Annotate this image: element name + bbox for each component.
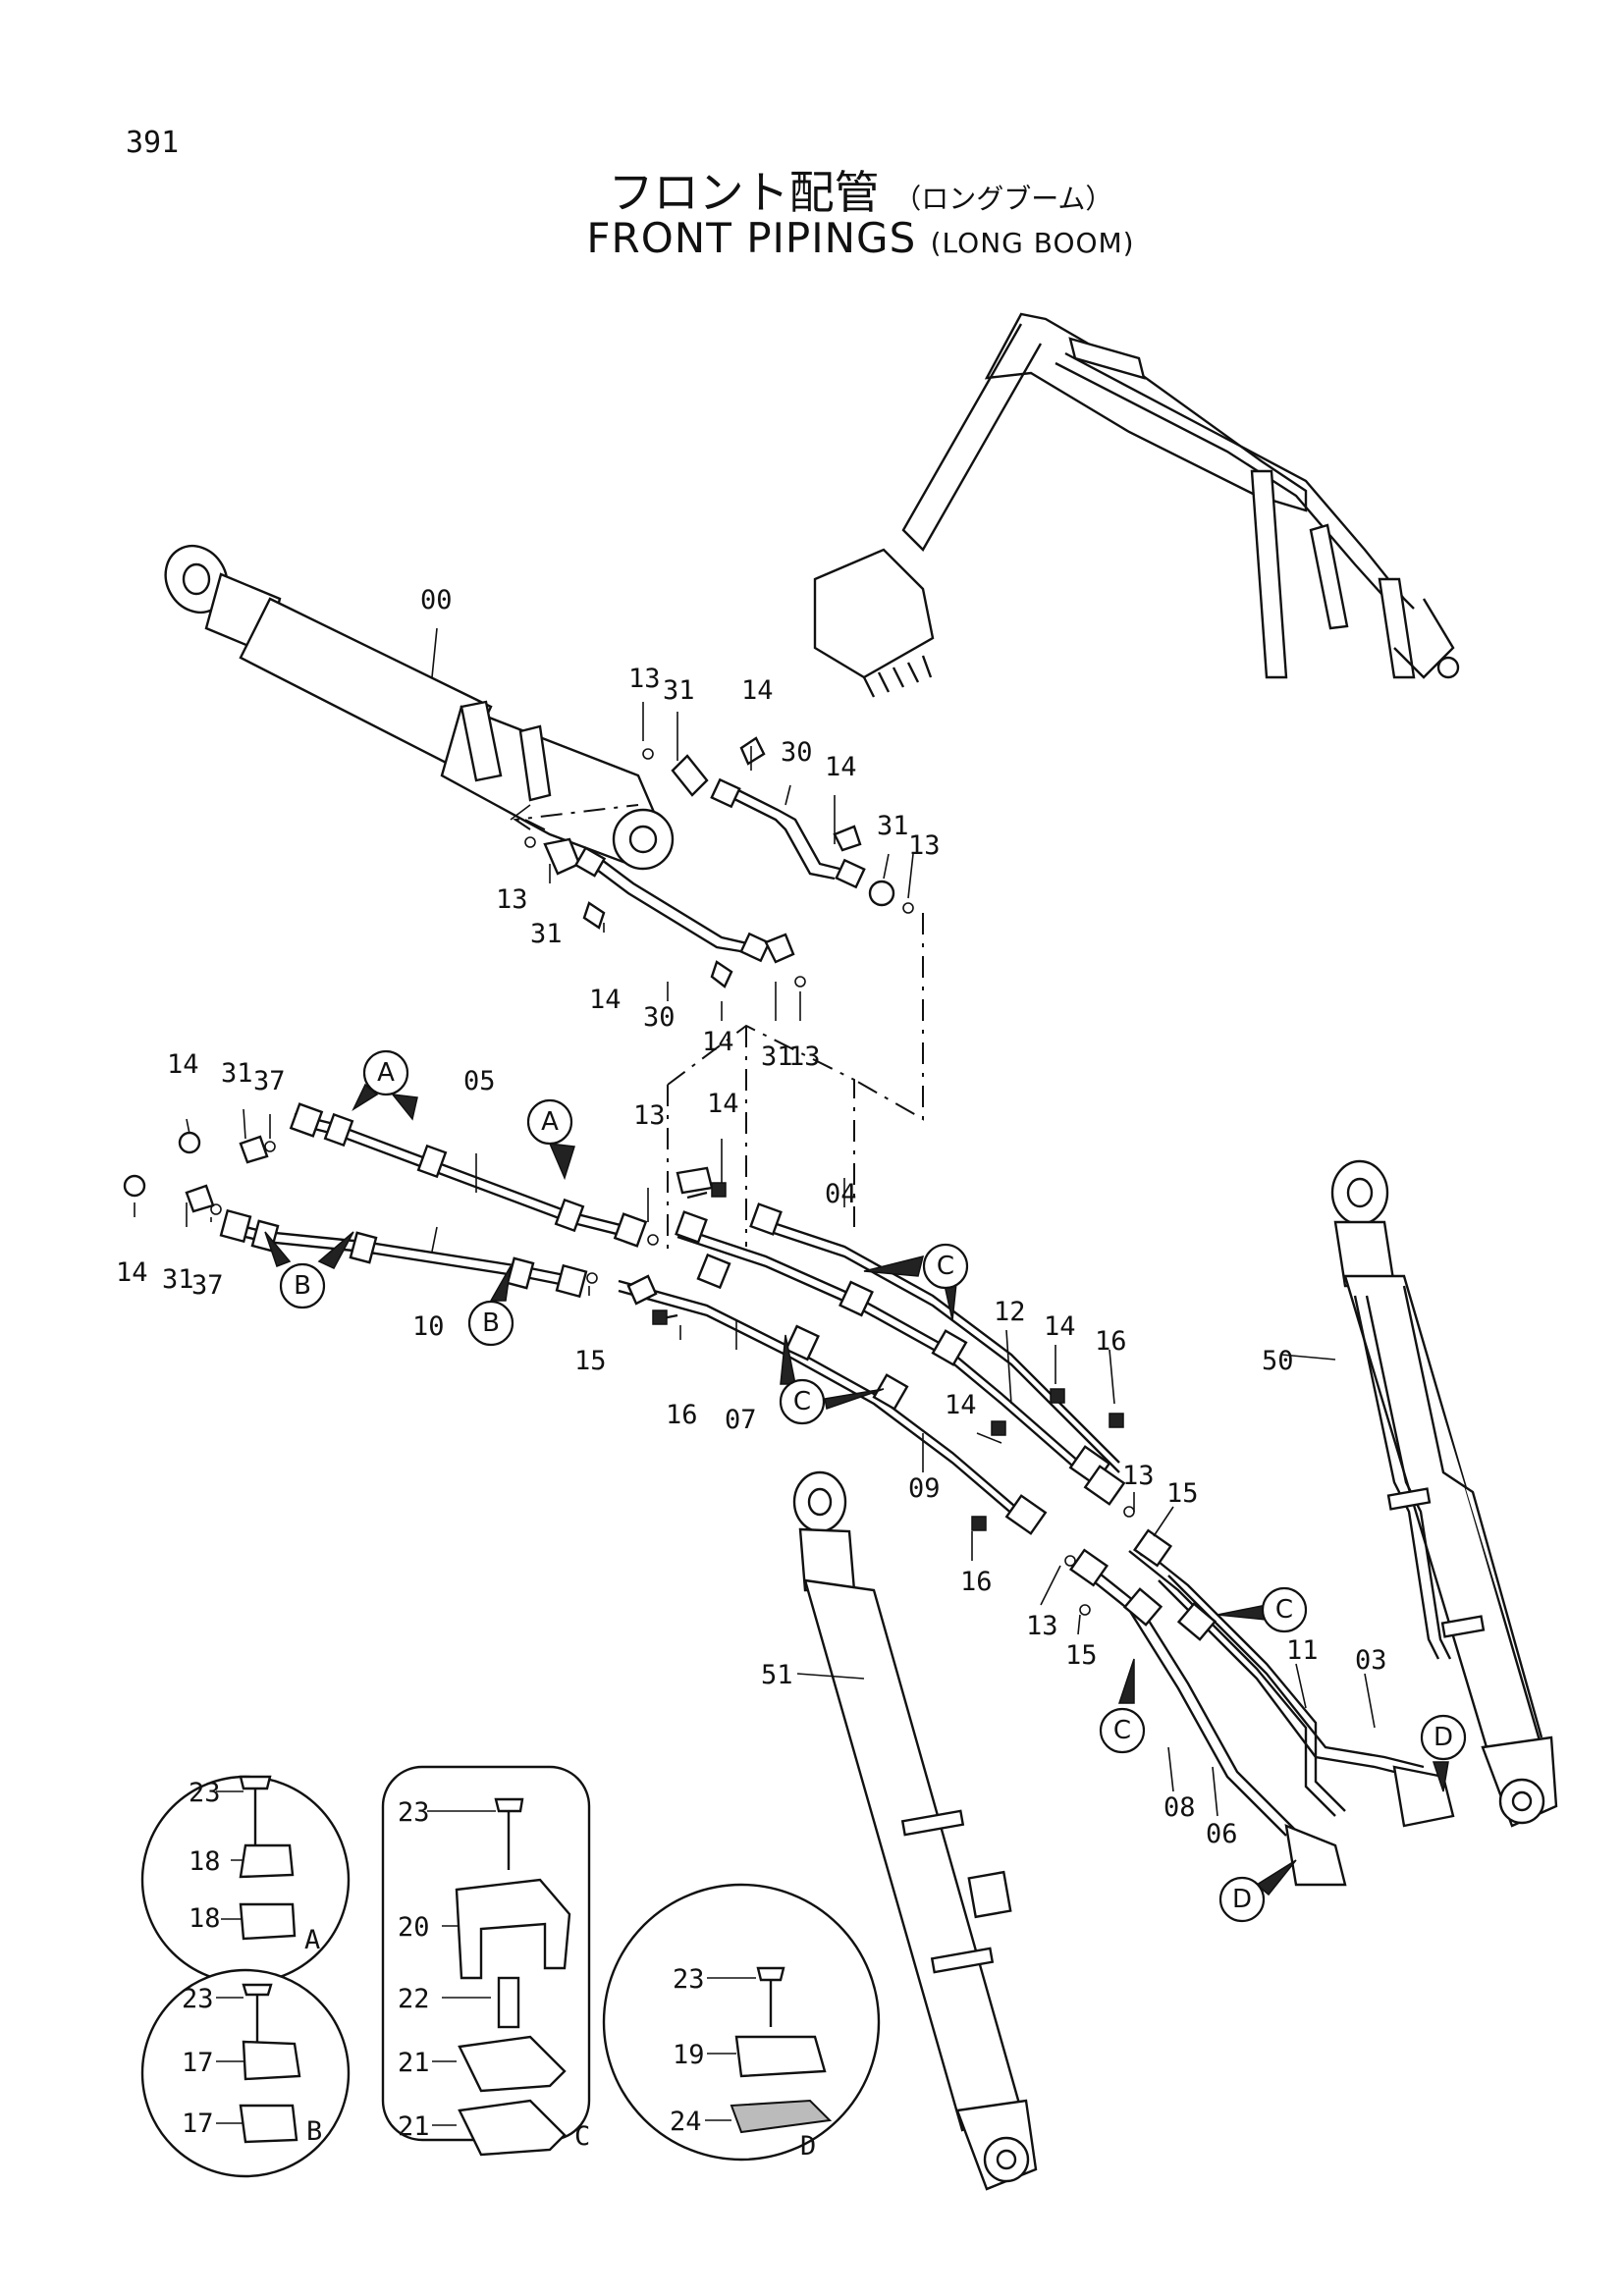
label-30: 30 xyxy=(643,1002,676,1033)
label-14: 14 xyxy=(1044,1311,1076,1342)
detail-B-label-23: 23 xyxy=(182,1984,214,2014)
label-13: 13 xyxy=(633,1100,666,1131)
label-06: 06 xyxy=(1206,1819,1238,1849)
label-31: 31 xyxy=(221,1058,253,1089)
detail-B-label-17: 17 xyxy=(182,2048,214,2078)
label-14: 14 xyxy=(702,1027,734,1057)
callout-D-2: D xyxy=(1232,1885,1252,1914)
detail-A-label-23: 23 xyxy=(189,1778,221,1808)
detail-C-label-23: 23 xyxy=(398,1797,430,1828)
callout-A-1: A xyxy=(377,1058,395,1088)
label-05: 05 xyxy=(463,1066,496,1096)
detail-C-letter: C xyxy=(574,2121,590,2152)
callout-C-3: C xyxy=(1275,1595,1293,1625)
label-09: 09 xyxy=(908,1473,941,1504)
detail-A-label-18-lower: 18 xyxy=(189,1903,221,1934)
label-50: 50 xyxy=(1262,1346,1294,1376)
label-51: 51 xyxy=(761,1660,793,1690)
label-16: 16 xyxy=(1095,1326,1127,1357)
label-13: 13 xyxy=(628,664,661,694)
detail-C-label-21-lower: 21 xyxy=(398,2111,430,2142)
label-15: 15 xyxy=(574,1346,607,1376)
arm-cylinder-50 xyxy=(1330,1159,1558,1828)
detail-C: 23 20 22 21 21 C xyxy=(381,1765,590,2157)
title-en-main: FRONT PIPINGS xyxy=(586,214,917,262)
detail-B-label-17-lower: 17 xyxy=(182,2109,214,2139)
label-14: 14 xyxy=(116,1257,148,1288)
label-13: 13 xyxy=(496,884,528,915)
label-15: 15 xyxy=(1065,1640,1098,1671)
detail-D: 23 19 24 D xyxy=(602,1883,881,2162)
label-03: 03 xyxy=(1355,1645,1387,1676)
callout-C-4: C xyxy=(1113,1716,1131,1745)
label-11: 11 xyxy=(1286,1635,1319,1666)
detail-D-label-23: 23 xyxy=(673,1964,705,1995)
detail-A-letter: A xyxy=(304,1925,320,1955)
detail-A-label-18: 18 xyxy=(189,1846,221,1877)
callout-C-1: C xyxy=(937,1252,954,1281)
detail-B-letter: B xyxy=(306,2116,322,2147)
detail-D-label-24: 24 xyxy=(670,2107,702,2137)
title-english: FRONT PIPINGS (LONG BOOM) xyxy=(49,214,1623,262)
label-13: 13 xyxy=(1122,1461,1155,1491)
title-jp-main: フロント配管 xyxy=(608,166,880,219)
part-labels: 00 13 31 14 30 14 31 13 13 31 14 30 14 3… xyxy=(116,585,1387,1849)
leader-lines xyxy=(134,627,1376,1817)
label-37: 37 xyxy=(253,1066,286,1096)
title-jp-sub: （ロングブーム） xyxy=(893,183,1113,215)
label-37: 37 xyxy=(191,1270,224,1301)
detail-B: 23 17 17 B xyxy=(140,1968,351,2178)
label-14: 14 xyxy=(589,985,622,1015)
title-en-sub: (LONG BOOM) xyxy=(930,227,1135,259)
title-japanese: フロント配管 （ロングブーム） xyxy=(49,157,1623,222)
detail-C-label-21: 21 xyxy=(398,2048,430,2078)
label-07: 07 xyxy=(725,1405,757,1435)
callout-B-1: B xyxy=(294,1271,311,1301)
hose-30-upper xyxy=(642,736,914,914)
label-31: 31 xyxy=(877,811,909,841)
callout-D-1: D xyxy=(1434,1723,1453,1752)
label-04: 04 xyxy=(825,1179,857,1209)
label-13: 13 xyxy=(1026,1611,1058,1641)
callouts: A A B B C C C C D D xyxy=(264,1049,1467,1923)
label-31: 31 xyxy=(761,1041,793,1072)
detail-D-label-19: 19 xyxy=(673,2040,705,2070)
bucket-cylinder-51 xyxy=(792,1470,1038,2191)
label-14: 14 xyxy=(707,1089,739,1119)
detail-D-letter: D xyxy=(800,2131,816,2162)
label-30: 30 xyxy=(781,737,813,768)
detail-C-label-20: 20 xyxy=(398,1912,430,1943)
label-12: 12 xyxy=(994,1297,1026,1327)
label-10: 10 xyxy=(412,1311,445,1342)
label-31: 31 xyxy=(530,919,563,949)
callout-A-2: A xyxy=(541,1107,559,1137)
detail-A: 23 18 18 A xyxy=(140,1775,351,1985)
pipe-05 xyxy=(289,1102,648,1248)
label-31: 31 xyxy=(162,1264,194,1295)
bolts xyxy=(652,1182,1150,1616)
boom-cylinder-00 xyxy=(164,544,675,871)
pipes-lower xyxy=(1068,1528,1455,1887)
label-08: 08 xyxy=(1163,1792,1196,1823)
label-15: 15 xyxy=(1166,1478,1199,1509)
label-31: 31 xyxy=(663,675,695,706)
hose-30-lower xyxy=(524,836,806,988)
label-14: 14 xyxy=(945,1390,977,1420)
callout-B-2: B xyxy=(482,1308,500,1338)
label-13: 13 xyxy=(788,1041,821,1072)
label-14: 14 xyxy=(741,675,774,706)
pipe-bundle xyxy=(618,1166,1126,1535)
label-16: 16 xyxy=(960,1567,993,1597)
page-number: 391 xyxy=(126,126,180,160)
excavator-overview xyxy=(813,312,1460,698)
label-00: 00 xyxy=(420,585,453,615)
detail-C-label-22: 22 xyxy=(398,1984,430,2014)
label-14: 14 xyxy=(825,752,857,782)
label-14: 14 xyxy=(167,1049,199,1080)
label-16: 16 xyxy=(666,1400,698,1430)
callout-C-2: C xyxy=(793,1387,811,1416)
label-13: 13 xyxy=(908,830,941,861)
